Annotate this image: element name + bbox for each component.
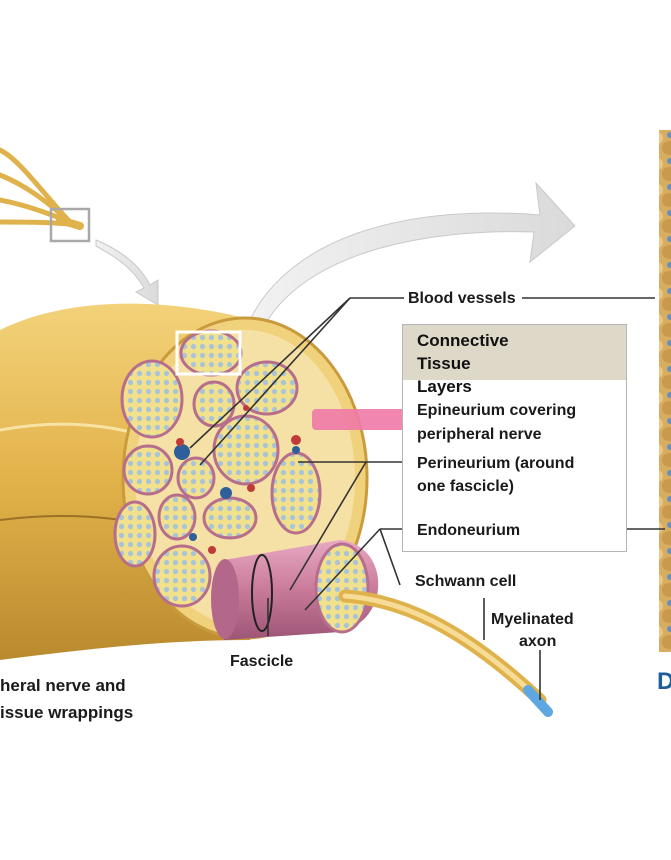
box-header	[403, 325, 626, 380]
box-title-line2: Tissue	[417, 354, 471, 373]
epineurium-line1: Epineurium covering	[417, 402, 577, 419]
zoom-arrow-left	[95, 239, 159, 306]
perineurium-line2: one fascicle)	[417, 478, 514, 495]
highlight-mark	[312, 409, 415, 430]
perineurium-line1: Perineurium (around	[417, 455, 575, 472]
myelinated-label-line1: Myelinated	[491, 611, 574, 628]
fascicles	[113, 329, 322, 608]
box-title: Connective Tissue Layers	[417, 329, 509, 398]
leader-lines	[189, 297, 665, 700]
panel-letter: D	[657, 668, 671, 695]
schwann-cell-label: Schwann cell	[415, 573, 517, 590]
small-nerve-illustration	[0, 147, 84, 230]
endoneurium-label: Endoneurium	[417, 522, 521, 539]
single-fascicle	[211, 540, 553, 717]
figure-caption-line2: issue wrappings	[0, 703, 134, 722]
epineurium-line2: peripheral nerve	[417, 426, 542, 443]
zoom-box-fascicle	[175, 330, 242, 376]
box-title-line3: Layers	[417, 377, 472, 396]
blood-vessel-dots	[174, 405, 301, 554]
figure-caption-line1: heral nerve and	[0, 676, 126, 695]
zoom-box-small	[49, 207, 91, 243]
connective-tissue-box: Connective Tissue Layers Epineurium cove…	[402, 324, 627, 552]
blood-vessels-label: Blood vessels	[408, 290, 516, 307]
box-title-line1: Connective	[417, 331, 509, 350]
zoom-arrow-right	[246, 181, 576, 331]
micrograph-panel	[659, 130, 671, 652]
fascicle-label: Fascicle	[230, 653, 294, 670]
myelinated-label-line2: axon	[519, 633, 557, 650]
